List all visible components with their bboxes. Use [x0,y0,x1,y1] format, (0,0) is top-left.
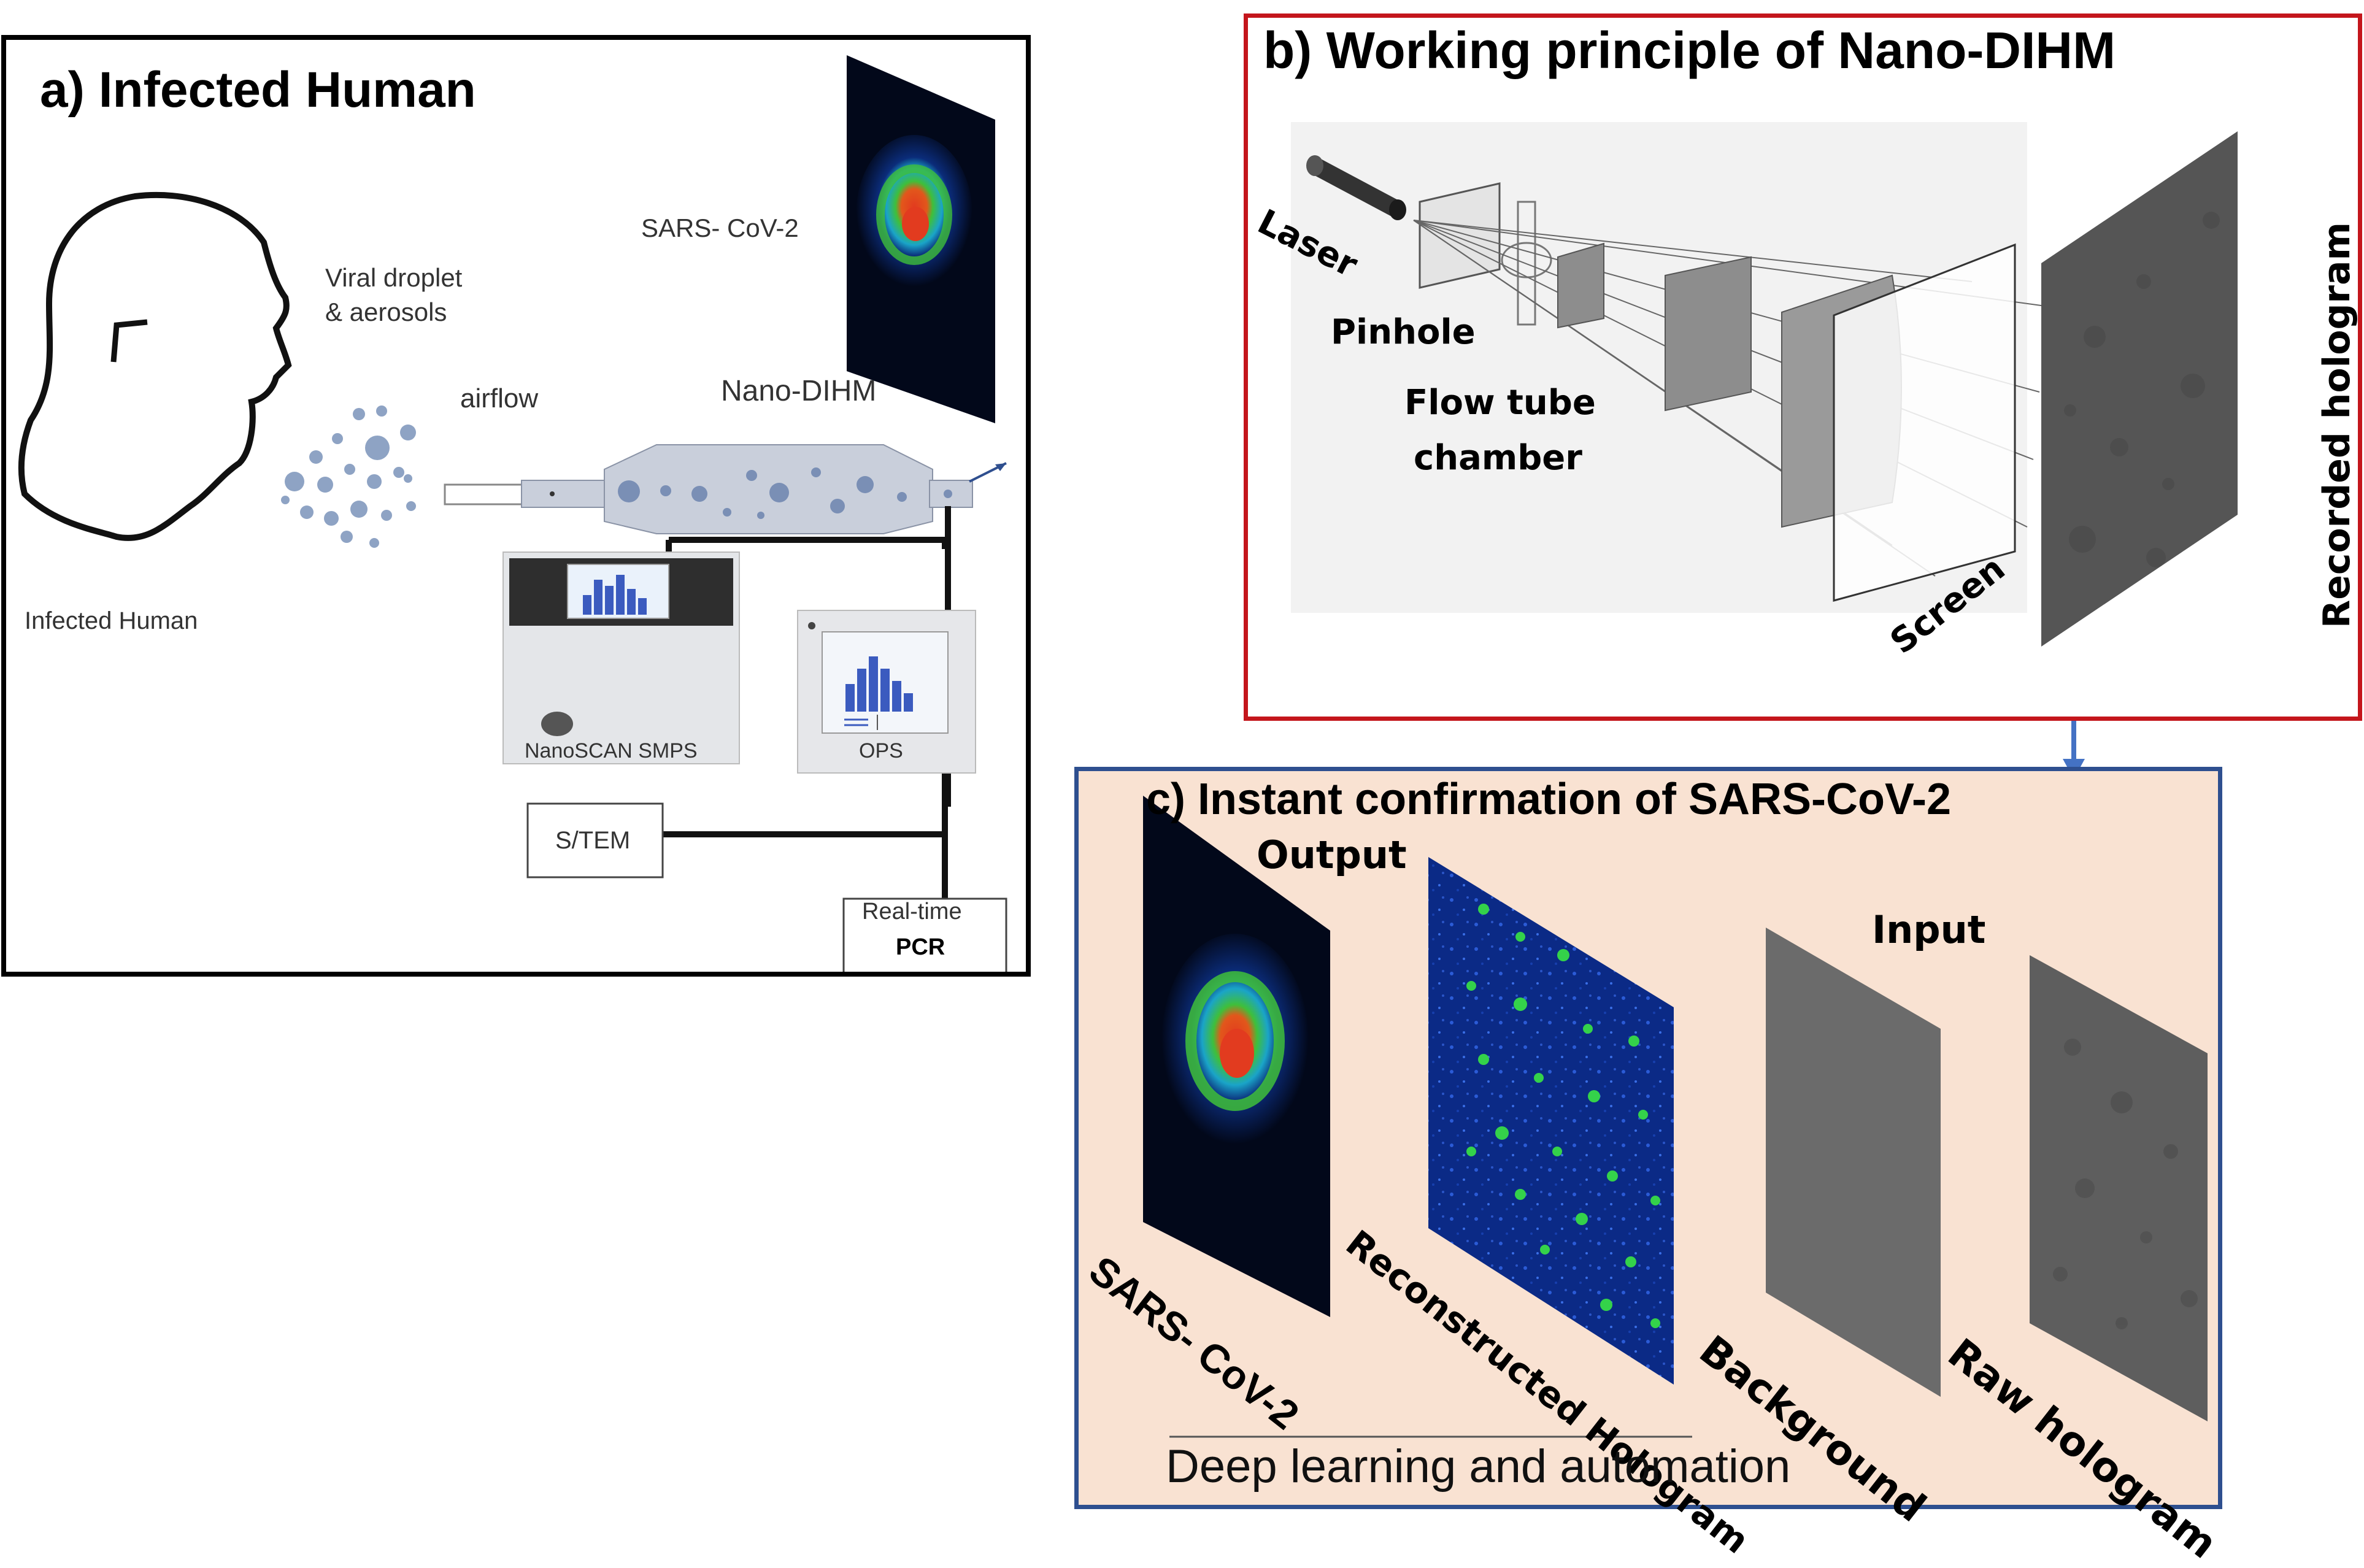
droplet-cloud [281,405,416,548]
input-label: Input [1872,907,1986,952]
panel-a-illustration [18,55,1007,972]
pcr-box [842,897,1007,972]
laser-device [1306,155,1406,220]
stem-box [526,802,664,878]
panel-c-title: c) Instant confirmation of SARS-CoV-2 [1146,775,1952,824]
chamber-particles [550,467,952,519]
droplet-label: Viral droplet & aerosols [325,263,463,326]
raw-hologram-texture [2053,1039,2198,1329]
airflow-label: airflow [460,383,539,413]
smps-label: NanoSCAN SMPS [525,739,698,763]
virus-label-a: SARS- CoV-2 [641,213,799,242]
wavefront-2 [1665,256,1752,412]
deep-learning-footer: Deep learning and automation [1166,1440,1791,1493]
screen-plane [1833,243,2016,602]
recorded-hologram-image [2041,131,2238,647]
recorded-hologram-label: Recorded hologram [2316,221,2358,628]
infected-human-label: Infected Human [25,607,198,634]
flow-chamber [604,444,933,534]
flow-tube-label-1: Flow tube [1404,383,1596,423]
pcr-label-1: Real-time [862,899,962,924]
panel-c-instant-confirmation: c) Instant confirmation of SARS-CoV-2 Ou… [1074,767,2226,1568]
raw-hologram-image [2030,955,2208,1421]
inlet-stub [521,480,608,508]
wavefront-1 [1557,242,1604,329]
panel-a-infected-human: a) Infected Human SARS- CoV-2 Viral drop… [1,35,1031,977]
panel-b-working-principle: b) Working principle of Nano-DIHM Laser … [1244,13,2362,721]
ops-label: OPS [859,739,903,763]
panel-a-title: a) Infected Human [40,62,476,118]
reconstructed-particles [1466,904,1660,1328]
pcr-label-2: PCR [896,934,945,960]
nano-dihm-label: Nano-DIHM [721,375,877,407]
pinhole-label: Pinhole [1331,312,1476,352]
output-label: Output [1257,832,1407,877]
panel-b-title: b) Working principle of Nano-DIHM [1263,21,2116,79]
stem-label: S/TEM [555,827,631,854]
inlet-tube [444,483,526,505]
reconstructed-hologram-image [1428,857,1674,1385]
ear-mark [110,319,148,363]
background-image [1766,928,1941,1397]
panel-c-illustration [1143,796,2208,1438]
panel-b-illustration [1291,122,2238,647]
pinhole-plate [1419,182,1501,289]
flow-tube-label-2: chamber [1414,438,1582,478]
hologram-texture [2064,212,2220,567]
human-head-silhouette [18,191,292,541]
